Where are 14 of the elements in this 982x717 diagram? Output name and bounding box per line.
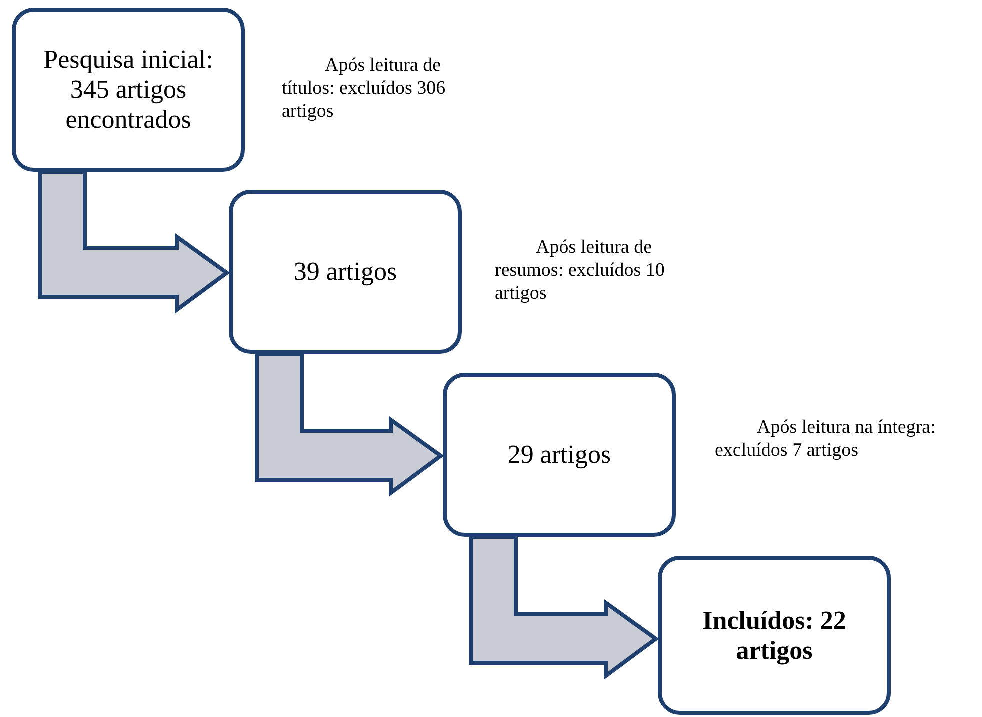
box-text: Pesquisa inicial: 345 artigos encontrados [42, 45, 214, 135]
box-text: 29 artigos [508, 440, 612, 470]
process-box [229, 190, 462, 354]
process-box [443, 373, 676, 537]
box-text: 39 artigos [294, 257, 398, 287]
bent-arrow [38, 170, 230, 314]
bent-arrow [255, 352, 444, 497]
exclusion-note: Após leitura na íntegra: excluídos 7 artigos [715, 417, 937, 463]
process-box [658, 556, 891, 715]
box-text: Incluídos: 22 artigos [702, 606, 848, 666]
bent-arrow [469, 535, 660, 680]
process-box [12, 8, 245, 172]
exclusion-note: Após leitura de títulos: excluídos 306 artigos [282, 55, 447, 124]
exclusion-note: Após leitura de resumos: excluídos 10 artigos [495, 237, 666, 306]
